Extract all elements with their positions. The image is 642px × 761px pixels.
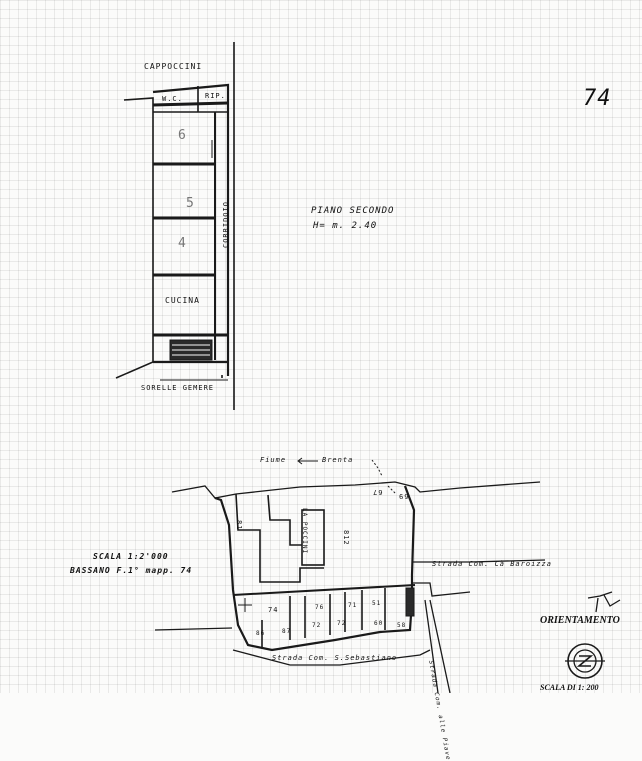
cadastral-reference: BASSANO F.1° mapp. 74 — [70, 566, 193, 575]
parcel-74: 74 — [268, 606, 279, 614]
street-east-south-edge — [412, 582, 471, 597]
sheet-number: 74 — [583, 86, 612, 111]
street-southeast-edge — [429, 599, 451, 693]
parcel-812: 812 — [342, 530, 350, 546]
building-inner — [267, 494, 302, 546]
street-south-label: Strada Com. S.Sebastiano — [272, 654, 398, 662]
parcel-81: 81 — [235, 520, 243, 531]
street-east-label: Strada Com. Cà Baroizza — [432, 560, 552, 568]
room-wc-label: W.C. — [162, 95, 183, 103]
parcel-72b: 72 — [337, 620, 347, 627]
room-kitchen-label: CUCINA — [165, 296, 200, 305]
signature-icon — [587, 591, 621, 613]
west-outer-wall — [115, 97, 154, 379]
graph-paper-grid — [0, 0, 642, 693]
street-west-edge — [154, 627, 233, 631]
orientation-scale: SCALA DI 1: 200 — [540, 683, 599, 692]
plan-outer-wall — [152, 83, 230, 376]
north-wall — [152, 101, 229, 107]
river-steps — [371, 459, 397, 495]
corridor-label: CORRIDOIO — [222, 201, 230, 248]
south-building-line — [232, 584, 416, 596]
site-staircase — [405, 587, 415, 617]
parcel-87: 87 — [282, 628, 292, 635]
cappoccini-block — [301, 509, 325, 566]
property-boundary — [214, 485, 416, 652]
river-label: Fiume — [260, 456, 287, 464]
parcel-60: 60 — [374, 620, 384, 627]
parcel-51: 51 — [372, 600, 382, 607]
river-name: Brenta — [322, 456, 354, 464]
floor-height: H= m. 2.40 — [313, 221, 378, 231]
room-4-label: 4 — [178, 236, 187, 251]
compass-icon — [565, 643, 605, 679]
riverbank-line — [171, 481, 541, 499]
parcel-76: 76 — [315, 604, 325, 611]
site-scale: SCALA 1:2'000 — [93, 552, 169, 561]
orientation-label: ORIENTAMENTO — [540, 615, 620, 626]
parcel-71: 71 — [348, 602, 358, 609]
street-east-north-edge — [412, 559, 546, 563]
room-rip-label: RIP. — [205, 92, 226, 100]
floor-title: PIANO SECONDO — [311, 206, 395, 216]
room-5-label: 5 — [186, 196, 195, 211]
river-arrow-head — [297, 457, 303, 465]
cappoccini-site-label: LA POCCINI — [301, 508, 308, 555]
drawing-canvas — [115, 42, 621, 693]
south-label: SORELLE GEMERE — [141, 384, 215, 392]
parcel-58: 58 — [397, 622, 407, 629]
room-6-label: 6 — [178, 128, 187, 143]
parcel-69: 69 — [398, 492, 409, 500]
street-southeast-edge-2 — [424, 599, 439, 693]
north-label: CAPPOCCINI — [144, 62, 203, 71]
building-outline — [235, 493, 324, 583]
parcel-72: 72 — [312, 622, 322, 629]
street-south-edge — [232, 649, 431, 666]
parcel-67: 67 — [372, 488, 383, 496]
parcel-86: 86 — [256, 630, 266, 637]
